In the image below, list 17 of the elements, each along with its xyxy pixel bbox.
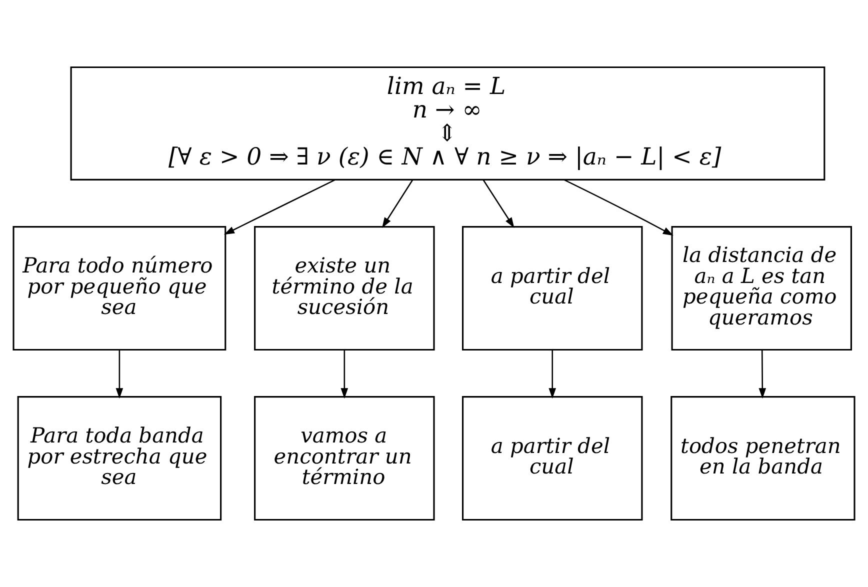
- node-box: la distancia de aₙ a L es tan pequeña como queramos: [671, 226, 852, 351]
- node-box: Para toda banda por estrecha que sea: [17, 396, 222, 521]
- arrow: [340, 350, 348, 399]
- arrow: [758, 350, 766, 399]
- node-box: Para todo número por pequeño que sea: [12, 226, 226, 351]
- arrow: [482, 180, 514, 228]
- arrow: [116, 350, 124, 399]
- arrow: [382, 180, 414, 228]
- arrow: [224, 179, 336, 235]
- arrow: [564, 179, 674, 236]
- node-box: existe un término de la sucesión: [254, 226, 435, 351]
- node-box: vamos a encontrar un término: [254, 396, 435, 521]
- node-box: a partir del cual: [462, 226, 643, 351]
- node-box: lim aₙ = L n → ∞ ⇕ [∀ ε > 0 ⇒ ∃ ν (ε) ∈ N ∧ ∀ n ≥ ν ⇒ |aₙ − L| < ε]: [70, 66, 826, 180]
- arrow: [548, 350, 556, 399]
- node-box: a partir del cual: [462, 396, 643, 521]
- node-box: todos penetran en la banda: [670, 396, 856, 521]
